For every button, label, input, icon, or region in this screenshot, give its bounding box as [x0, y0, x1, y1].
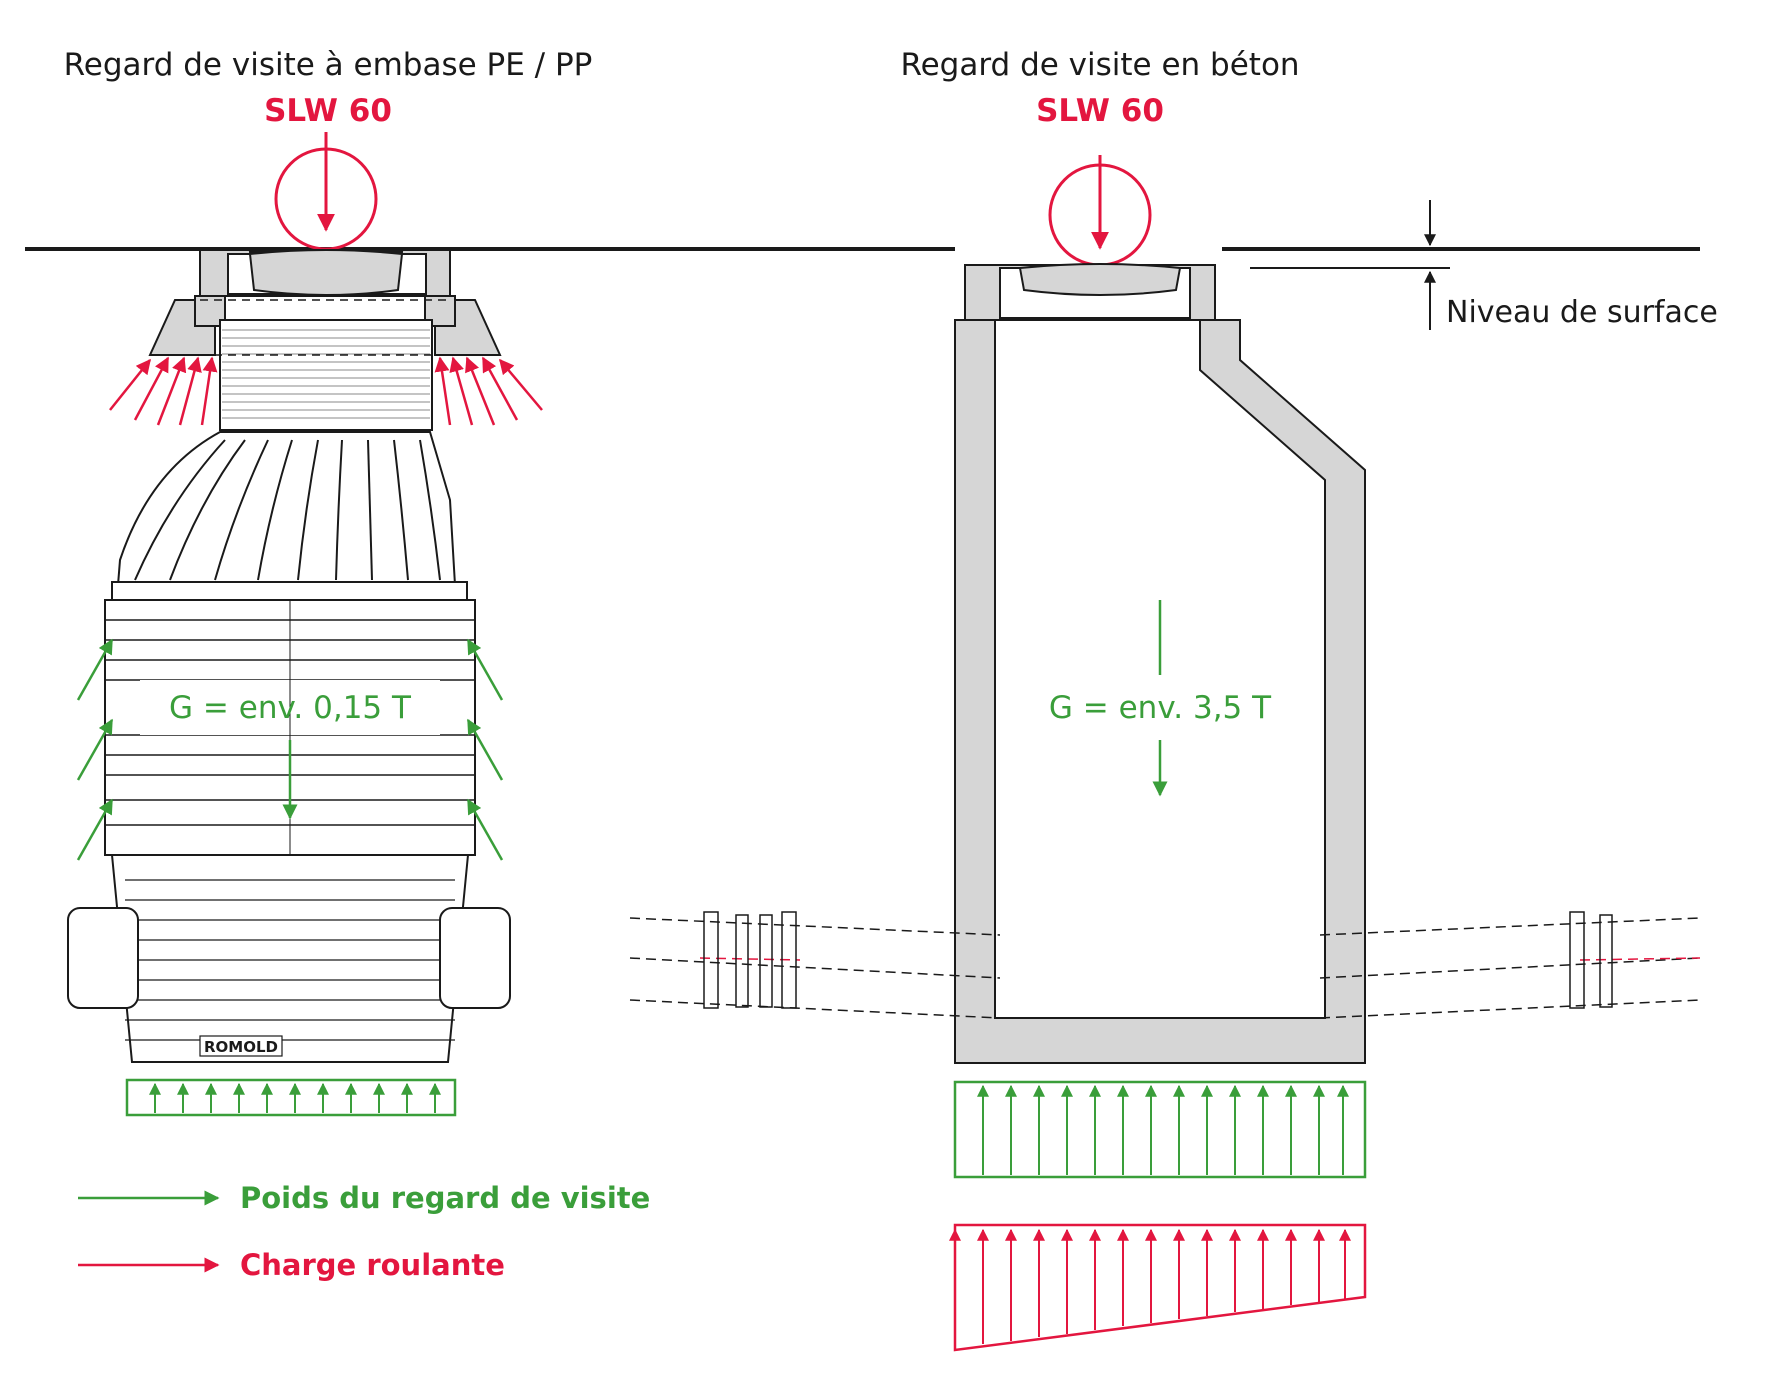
- right-title: Regard de visite en béton: [900, 47, 1299, 83]
- brand-label: ROMOLD: [204, 1038, 278, 1056]
- left-wheel-load-icon: [274, 132, 378, 251]
- left-ring-load-arrows: [109, 356, 543, 426]
- left-bearing-pressure: [125, 1078, 457, 1117]
- right-cover-frame: [964, 263, 1216, 321]
- left-load-class: SLW 60: [264, 93, 392, 129]
- right-weight-label: G = env. 3,5 T: [1049, 690, 1272, 726]
- right-rolling-load-pressure: [949, 1223, 1367, 1352]
- pipe-sleeves: [703, 911, 1613, 1009]
- left-riser-neck: [200, 299, 450, 431]
- surface-level-dimension: [1250, 200, 1450, 330]
- legend-weight-label: Poids du regard de visite: [240, 1181, 650, 1215]
- left-weight-arrows: [76, 638, 504, 861]
- legend: Poids du regard de visite Charge roulant…: [78, 1181, 650, 1282]
- left-conical-top: [111, 431, 468, 601]
- surface-level-label: Niveau de surface: [1446, 295, 1718, 330]
- left-weight-label: G = env. 0,15 T: [169, 690, 412, 726]
- left-cover-frame: [199, 249, 451, 297]
- right-load-class: SLW 60: [1036, 93, 1164, 129]
- left-manhole-base: ROMOLD: [67, 854, 511, 1063]
- right-weight-bearing-pressure: [953, 1080, 1367, 1179]
- left-title: Regard de visite à embase PE / PP: [64, 47, 593, 83]
- legend-rolling-load-label: Charge roulante: [240, 1248, 505, 1282]
- right-wheel-load-icon: [1048, 155, 1152, 267]
